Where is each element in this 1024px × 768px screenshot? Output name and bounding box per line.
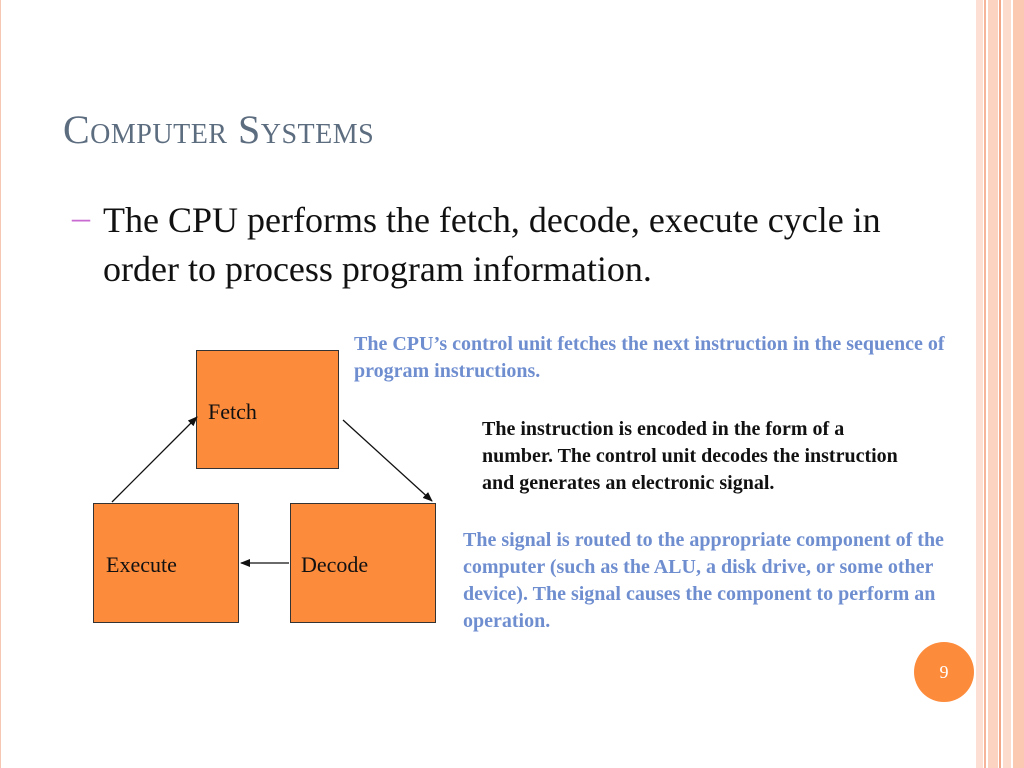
decode-note: The instruction is encoded in the form o… bbox=[482, 418, 898, 494]
decode-label: Decode bbox=[301, 552, 369, 577]
execute-box: Execute bbox=[93, 503, 239, 623]
bullet-dash: – bbox=[72, 197, 90, 237]
fetch-note: The CPU’s control unit fetches the next … bbox=[354, 333, 945, 382]
side-decoration bbox=[976, 0, 1024, 768]
fetch-box: Fetch bbox=[196, 350, 339, 469]
slide-title: Computer Systems bbox=[63, 107, 375, 152]
bullet-text: The CPU performs the fetch, decode, exec… bbox=[103, 200, 881, 289]
page-number-badge: 9 bbox=[914, 642, 974, 702]
slide-frame bbox=[0, 0, 1, 768]
fetch-label: Fetch bbox=[208, 399, 257, 424]
execute-label: Execute bbox=[106, 552, 177, 577]
decode-box: Decode bbox=[290, 503, 436, 623]
signal-note: The signal is routed to the appropriate … bbox=[463, 529, 944, 632]
